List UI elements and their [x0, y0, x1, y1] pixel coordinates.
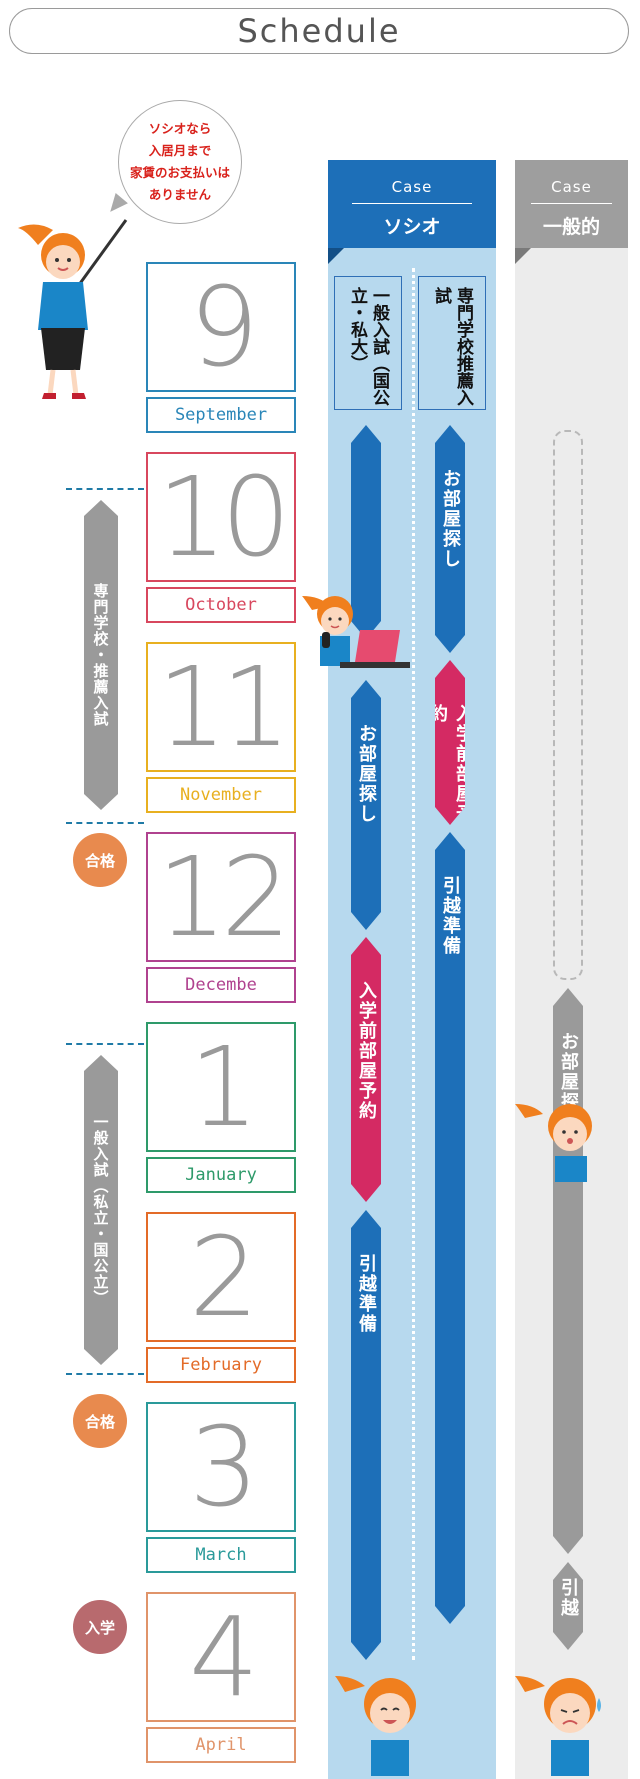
- bubble-line: 入居月まで: [148, 143, 212, 158]
- badge-enroll: 入学: [73, 1600, 127, 1654]
- bubble-line: ソシオなら: [148, 121, 212, 136]
- month-name: Decembe: [146, 967, 296, 1003]
- vocational-box: 専門学校推薦入試: [418, 276, 486, 410]
- vocational-period-bar: 専門学校・推薦入試: [84, 500, 118, 810]
- case-label: Case: [551, 178, 592, 196]
- month-number: 2: [146, 1212, 296, 1342]
- case-label: Case: [391, 178, 433, 196]
- month-name: November: [146, 777, 296, 813]
- bar-sosio-left-1: [351, 425, 381, 639]
- speech-bubble: ソシオなら 入居月まで 家賃のお支払いは ありません: [118, 100, 242, 224]
- bar-sosio-right-reserve: 入学前部屋予約: [435, 660, 465, 825]
- girl-laptop-illustration: [302, 596, 410, 668]
- month-name: January: [146, 1157, 296, 1193]
- teacher-illustration: [18, 219, 128, 399]
- general-exam-box: 一般入試（国公立・私大）: [334, 276, 402, 410]
- bar-sosio-left-room-search: お部屋探し: [351, 680, 381, 930]
- month-number: 1: [146, 1022, 296, 1152]
- month-number: 11: [146, 642, 296, 772]
- bar-general-moving: 引越: [553, 1562, 583, 1650]
- bar-general-room-search: お部屋探し: [553, 988, 583, 1554]
- period-divider: [66, 822, 144, 824]
- month-name: February: [146, 1347, 296, 1383]
- month-number: 10: [146, 452, 296, 582]
- happy-girl-illustration: [335, 1676, 416, 1776]
- crying-girl-illustration: [515, 1676, 601, 1776]
- month-name: September: [146, 397, 296, 433]
- month-number: 3: [146, 1402, 296, 1532]
- worried-girl-illustration: [515, 1104, 592, 1182]
- badge-pass: 合格: [73, 833, 127, 887]
- bubble-line: 家賃のお支払いは: [129, 165, 230, 180]
- bar-general-empty: [553, 430, 583, 980]
- bar-sosio-right-moving: 引越準備: [435, 832, 465, 1624]
- month-name: March: [146, 1537, 296, 1573]
- case-name: ソシオ: [383, 216, 441, 238]
- bar-sosio-right-room-search: お部屋探し: [435, 425, 465, 653]
- period-divider: [66, 1043, 144, 1045]
- month-number: 12: [146, 832, 296, 962]
- month-name: October: [146, 587, 296, 623]
- month-number: 4: [146, 1592, 296, 1722]
- month-number: 9: [146, 262, 296, 392]
- general-period-bar: 一般入試（私立・国公立）: [84, 1055, 118, 1365]
- page-title: Schedule: [9, 8, 629, 54]
- period-divider: [66, 1373, 144, 1375]
- general-header: Case 一般的: [515, 160, 628, 248]
- bar-sosio-left-moving: 引越準備: [351, 1210, 381, 1660]
- month-name: April: [146, 1727, 296, 1763]
- bubble-line: ありません: [148, 187, 212, 202]
- track-divider: [412, 268, 415, 1660]
- case-name: 一般的: [542, 216, 600, 238]
- period-divider: [66, 488, 144, 490]
- bar-sosio-left-reserve: 入学前部屋予約: [351, 937, 381, 1202]
- badge-pass: 合格: [73, 1394, 127, 1448]
- sosio-header: Case ソシオ: [328, 160, 496, 248]
